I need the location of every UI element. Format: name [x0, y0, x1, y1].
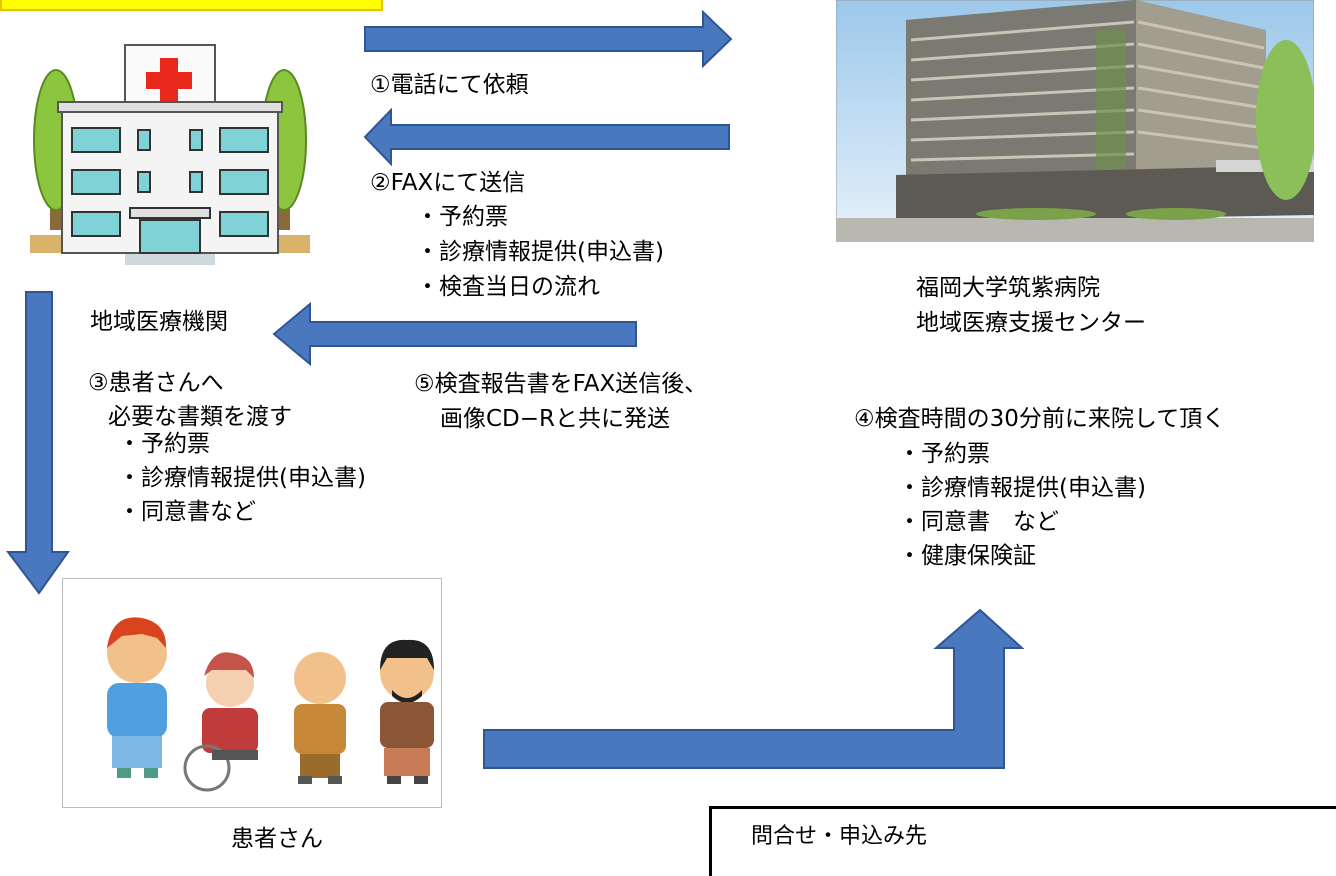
step2-title: ②FAXにて送信	[370, 170, 526, 196]
step4-item: ・診療情報提供(申込書)	[898, 475, 1146, 501]
arrow-hospital-to-clinic	[363, 108, 733, 166]
step4-title: ④検査時間の30分前に来院して頂く	[854, 406, 1226, 432]
hospital-building-image	[836, 0, 1314, 242]
contact-box	[709, 806, 1336, 876]
hospital-name: 福岡大学筑紫病院 地域医療支援センター	[916, 271, 1146, 341]
contact-title: 問合せ・申込み先	[751, 824, 928, 849]
arrow-clinic-to-patients	[6, 290, 70, 596]
clinic-illustration	[30, 40, 310, 270]
step5-line1: ⑤検査報告書をFAX送信後、	[414, 371, 708, 397]
hospital-name-line2: 地域医療支援センター	[916, 310, 1146, 336]
highlight-bar	[0, 0, 383, 11]
arrow-report-to-clinic	[272, 302, 640, 366]
patients-illustration	[62, 578, 442, 808]
arrow-clinic-to-hospital	[363, 10, 735, 68]
step2-item: ・診療情報提供(申込書)	[416, 239, 664, 265]
arrow-patients-to-hospital	[482, 608, 1024, 772]
step4-item: ・予約票	[898, 441, 990, 467]
step2-item: ・予約票	[416, 204, 508, 230]
step4-item: ・同意書 など	[898, 509, 1059, 535]
clinic-label: 地域医療機関	[90, 309, 228, 335]
step3-subtitle: 必要な書類を渡す	[108, 404, 292, 430]
patients-label: 患者さん	[231, 826, 323, 852]
step3-title: ③患者さんへ	[88, 370, 224, 396]
step4-item: ・健康保険証	[898, 543, 1036, 569]
step5-line2: 画像CD−Rと共に発送	[440, 406, 671, 432]
step3-item: ・予約票	[118, 431, 210, 457]
step3-item: ・診療情報提供(申込書)	[118, 465, 366, 491]
step1-label: ①電話にて依頼	[370, 72, 529, 98]
hospital-name-line1: 福岡大学筑紫病院	[916, 275, 1100, 301]
step3-item: ・同意書など	[118, 499, 256, 525]
step2-item: ・検査当日の流れ	[416, 274, 600, 300]
